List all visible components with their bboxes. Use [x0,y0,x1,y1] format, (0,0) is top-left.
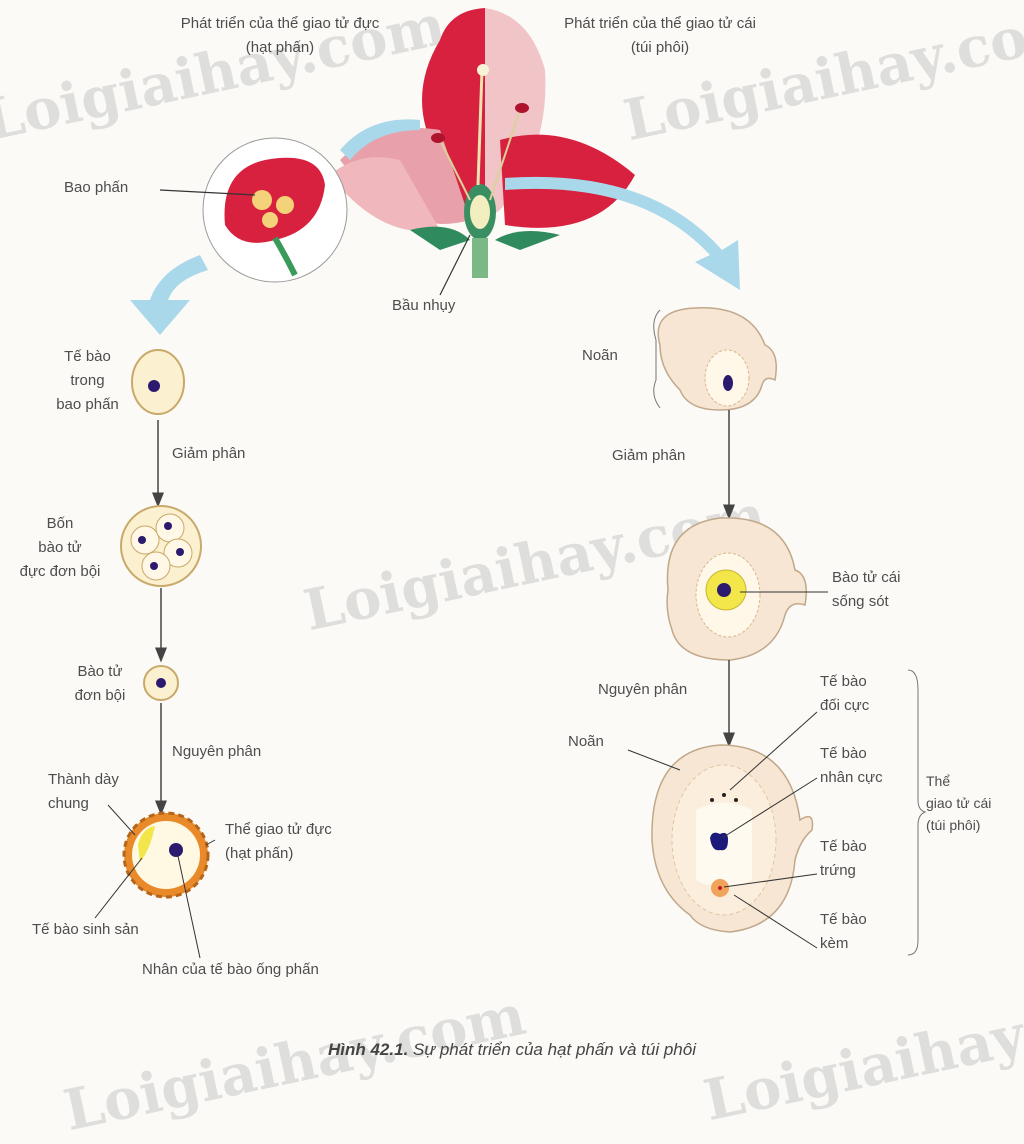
label-line: Thành dày [48,771,119,788]
label-line: đơn bội [74,687,126,704]
label-line: Tế bào [820,745,867,762]
label-line: Tế bào [820,911,867,928]
label-line: Bốn [46,515,74,532]
label-giam-phan-right: Giảm phân [612,447,686,464]
label-line: chung [48,795,89,812]
label-te-bao-kem: Tế bào kèm [820,908,867,956]
transition-arrows [130,119,740,335]
label-te-bao-sinh-san: Tế bào sinh sản [32,921,139,938]
label-bau-nhuy: Bầu nhụy [392,297,456,314]
label-line: (hạt phấn) [225,845,294,862]
label-bao-tu-cai: Bào tử cái sống sót [832,566,900,614]
male-development [94,349,216,959]
label-noan-top: Noãn [582,347,618,364]
male-title: Phát triển của thể giao tử đực (hạt phấn… [140,12,420,60]
label-line: nhân cực [820,769,883,786]
label-line: trong [70,372,105,389]
female-title-line: Phát triển của thể giao tử cái [564,15,756,32]
label-line: bào tử [38,539,82,556]
label-line: Tế bào [820,673,867,690]
label-the-giao-tu-duc: Thể giao tử đực (hạt phấn) [225,818,332,866]
label-line: Bào tử [77,663,123,680]
label-line: kèm [820,935,849,952]
label-thanh-day-chung: Thành dày chung [48,768,119,816]
label-line: Bào tử cái [832,569,901,586]
label-te-bao-trung: Tế bào trứng [820,835,867,883]
label-nhan-te-bao-ong-phan: Nhân của tế bào ống phấn [142,961,319,978]
anther-illustration [202,137,348,283]
label-bao-phan: Bao phấn [64,179,129,196]
label-bon-bao-tu: Bốn bào tử đực đơn bội [5,512,115,584]
male-title-line: (hạt phấn) [245,39,315,56]
label-line: (túi phôi) [926,817,981,833]
label-giam-phan-left: Giảm phân [172,445,246,462]
label-te-bao-doi-cuc: Tế bào đối cực [820,670,869,718]
female-title: Phát triển của thể giao tử cái (túi phôi… [520,12,800,60]
label-the-giao-tu-cai: Thể giao tử cái (túi phôi) [926,770,991,836]
label-line: đực đơn bội [19,563,101,580]
label-line: Thể [926,773,951,789]
label-noan-bottom: Noãn [568,733,604,750]
label-line: Tế bào [820,838,867,855]
female-title-line: (túi phôi) [630,39,690,56]
caption-text: Sự phát triển của hạt phấn và túi phôi [408,1040,696,1059]
figure-caption: Hình 42.1. Sự phát triển của hạt phấn và… [0,1040,1024,1060]
female-development [627,307,927,956]
diagram-figure [94,8,927,959]
label-line: trứng [820,862,856,879]
label-line: đối cực [820,697,870,714]
label-bao-tu-don-boi: Bào tử đơn bội [60,660,140,708]
label-line: Tế bào [64,348,111,365]
male-title-line: Phát triển của thể giao tử đực [180,15,380,32]
label-line: giao tử cái [926,795,992,811]
label-te-bao-trong-bao-phan: Tế bào trong bao phấn [40,345,135,417]
label-nguyen-phan-left: Nguyên phân [172,743,262,760]
label-line: sống sót [832,593,889,610]
caption-number: Hình 42.1. [327,1040,409,1059]
label-nguyen-phan-right: Nguyên phân [598,681,688,698]
label-te-bao-nhan-cuc: Tế bào nhân cực [820,742,883,790]
label-line: Thể giao tử đực [225,821,332,838]
label-line: bao phấn [56,396,119,413]
